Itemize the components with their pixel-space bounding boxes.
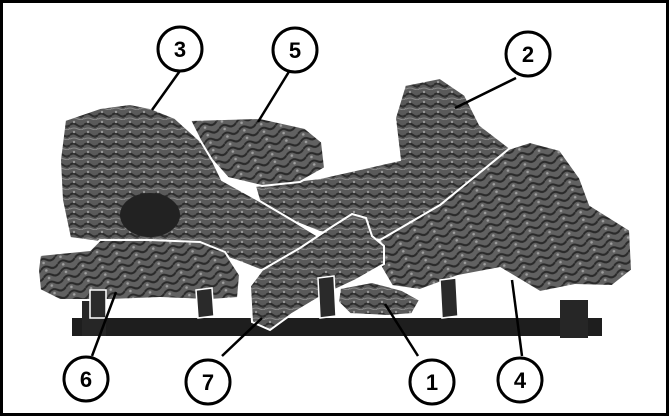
svg-text:4: 4 — [514, 368, 527, 393]
callout-6: 6 — [64, 357, 108, 401]
svg-text:7: 7 — [202, 370, 214, 395]
svg-text:1: 1 — [426, 370, 438, 395]
svg-text:6: 6 — [80, 367, 92, 392]
svg-text:2: 2 — [522, 42, 534, 67]
callout-3: 3 — [158, 27, 202, 71]
callout-2: 2 — [506, 32, 550, 76]
callout-5: 5 — [273, 28, 317, 72]
callout-7: 7 — [186, 360, 230, 404]
callout-4: 4 — [498, 358, 542, 402]
svg-text:3: 3 — [174, 37, 186, 62]
svg-text:5: 5 — [289, 38, 301, 63]
log-3-hollow — [120, 193, 180, 237]
callout-1: 1 — [410, 360, 454, 404]
